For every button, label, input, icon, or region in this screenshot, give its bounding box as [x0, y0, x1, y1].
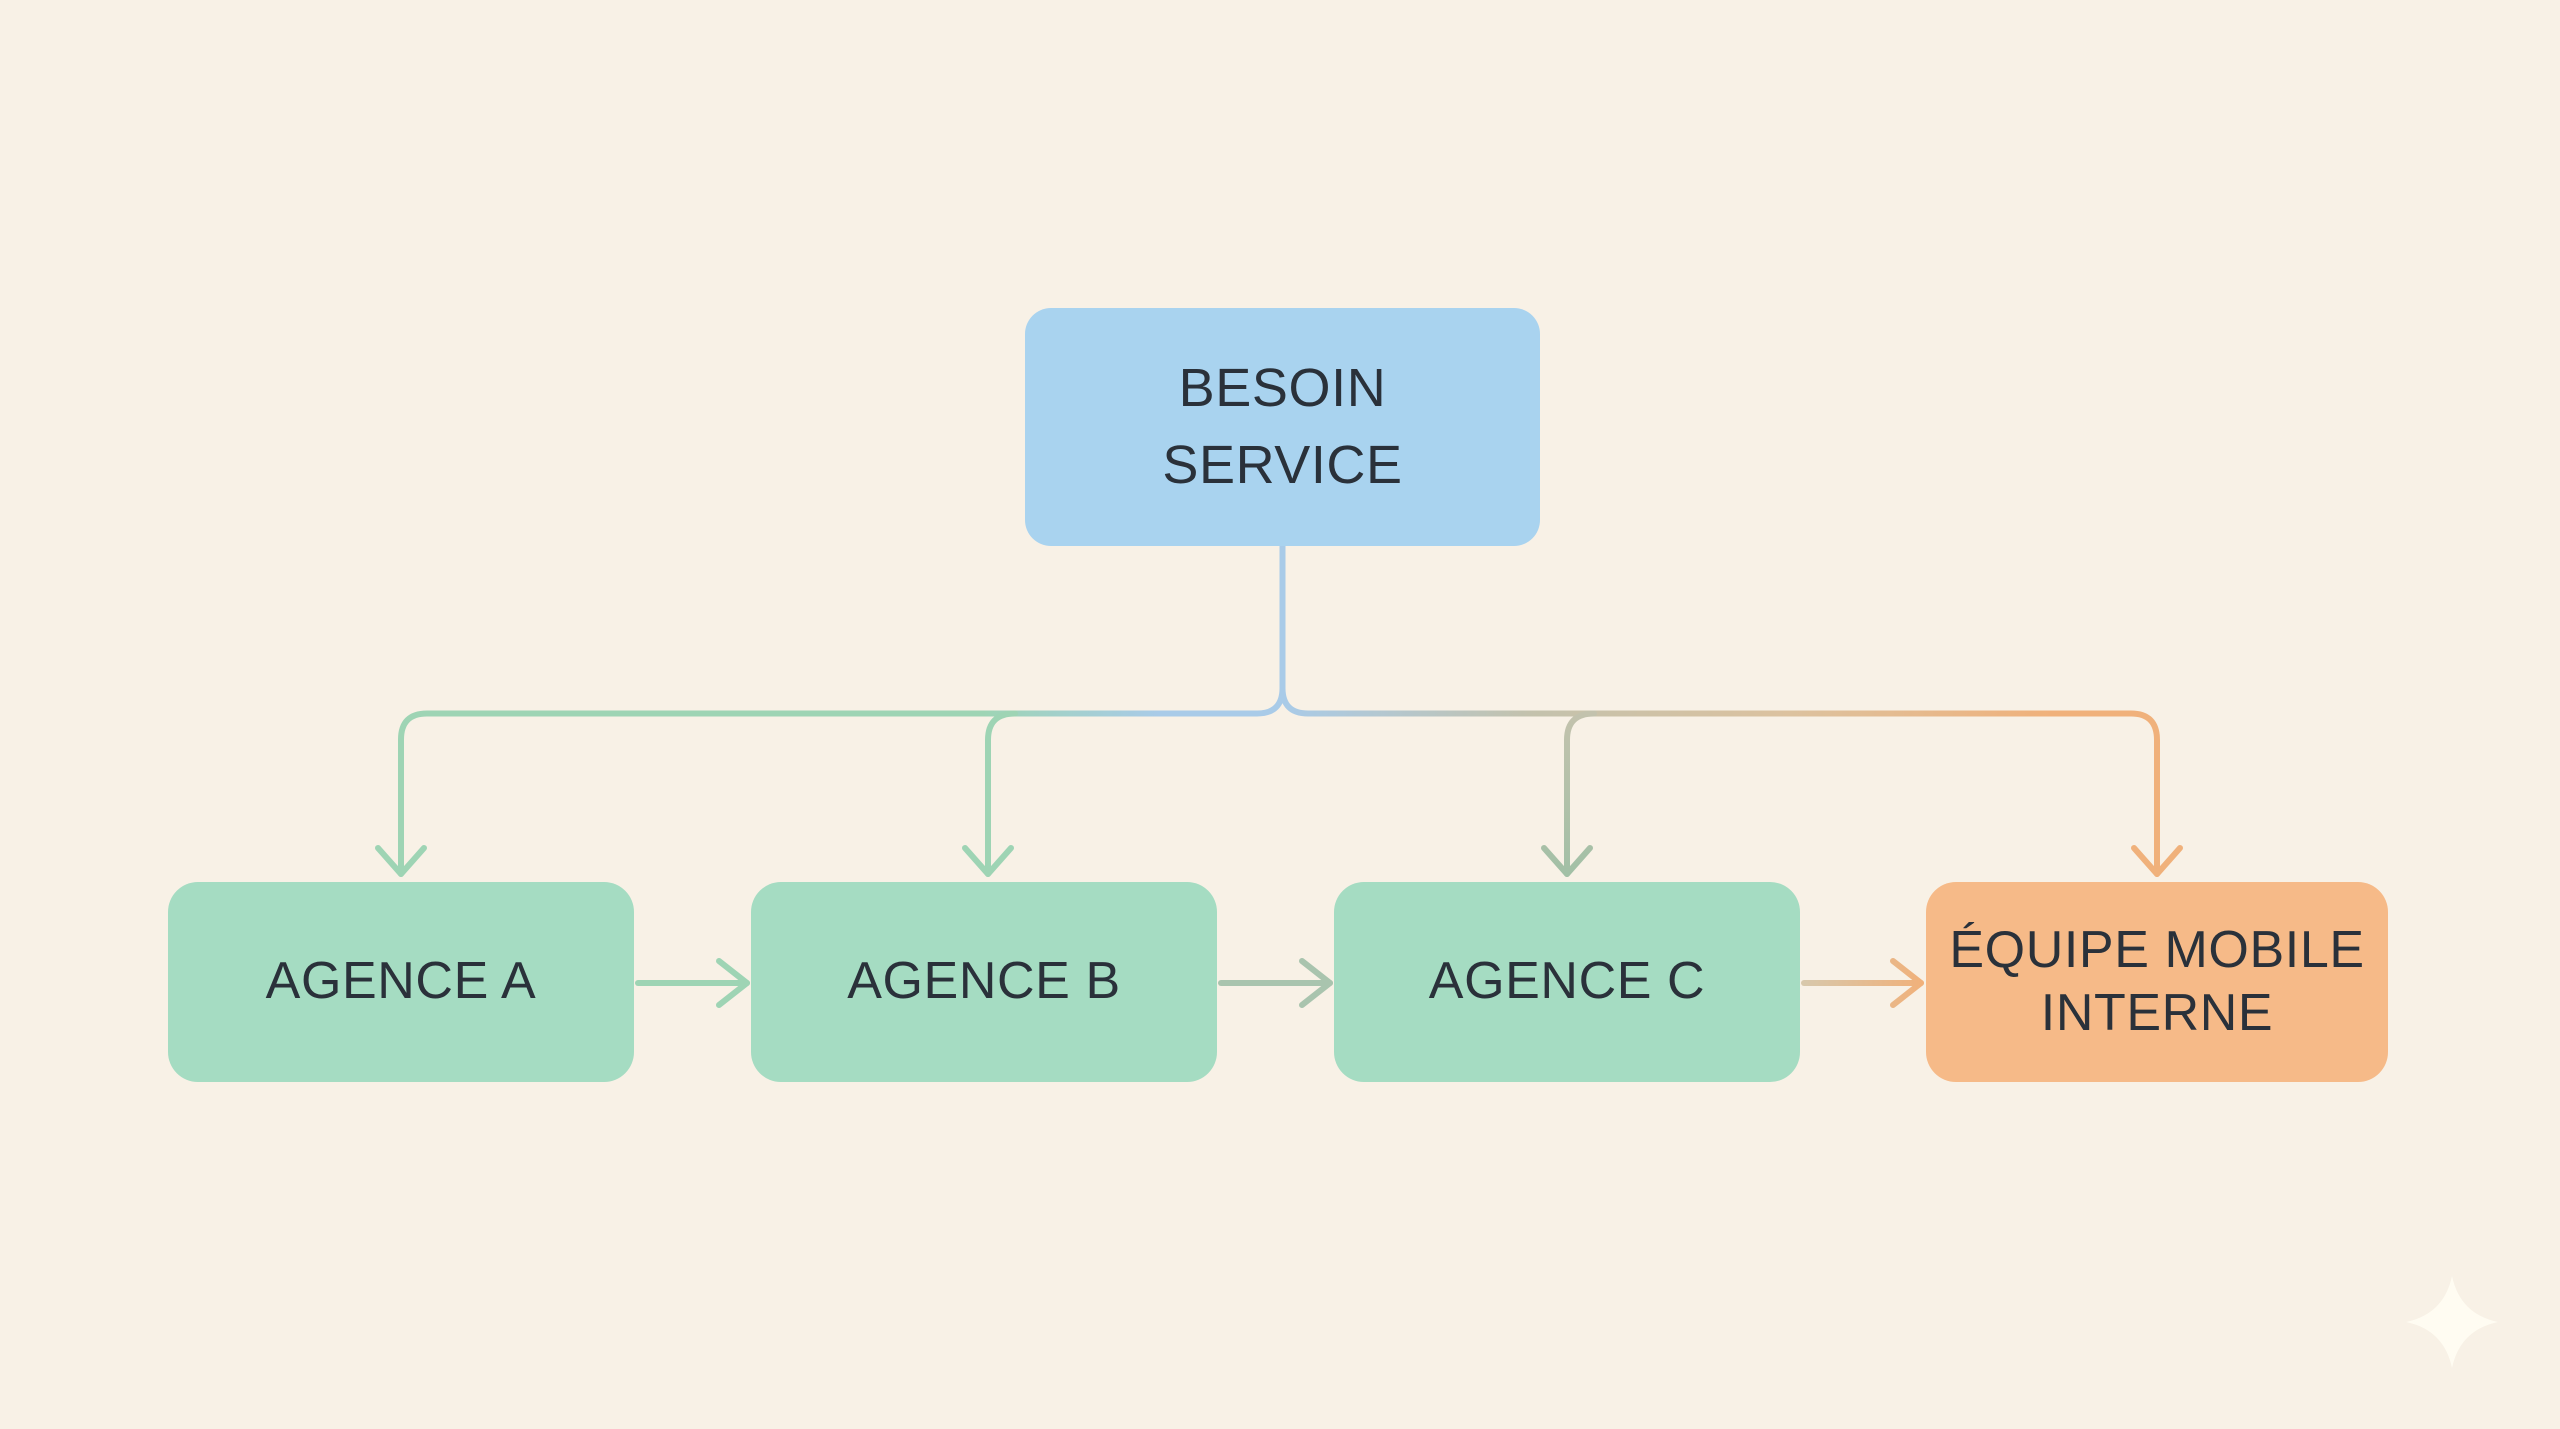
node-agence-c: AGENCE C: [1334, 882, 1800, 1082]
arrowhead-down-a: [375, 845, 427, 877]
edge-agence-b-to-c: [1218, 958, 1333, 1008]
arrowhead-down-equipe: [2131, 845, 2183, 877]
arrowhead-down-c: [1541, 845, 1593, 877]
arrowhead-right-ab: [716, 958, 750, 1008]
node-agence-c-label: AGENCE C: [1428, 952, 1706, 1011]
node-besoin-service: BESOIN SERVICE: [1025, 308, 1540, 546]
edge-besoin-to-agence-a: [375, 685, 1286, 877]
node-agence-b: AGENCE B: [751, 882, 1217, 1082]
node-equipe-mobile-interne-label: ÉQUIPE MOBILE INTERNE: [1949, 920, 2365, 1042]
arrowhead-right-cd: [1890, 958, 1924, 1008]
edge-besoin-to-equipe: [1279, 685, 2160, 877]
edge-agence-c-to-equipe: [1801, 958, 1924, 1008]
edge-agence-a-to-b: [635, 958, 750, 1008]
node-equipe-mobile-interne: ÉQUIPE MOBILE INTERNE: [1926, 882, 2388, 1082]
edge-besoin-to-agence-b: [962, 710, 1018, 877]
arrowhead-down-b: [962, 845, 1014, 877]
sparkle-icon: [2406, 1276, 2498, 1368]
arrowhead-right-bc: [1299, 958, 1333, 1008]
node-besoin-service-label: BESOIN SERVICE: [1162, 358, 1403, 495]
node-agence-a-label: AGENCE A: [265, 952, 537, 1011]
node-agence-a: AGENCE A: [168, 882, 634, 1082]
edge-besoin-to-agence-c: [1541, 710, 1597, 877]
node-agence-b-label: AGENCE B: [847, 952, 1121, 1011]
